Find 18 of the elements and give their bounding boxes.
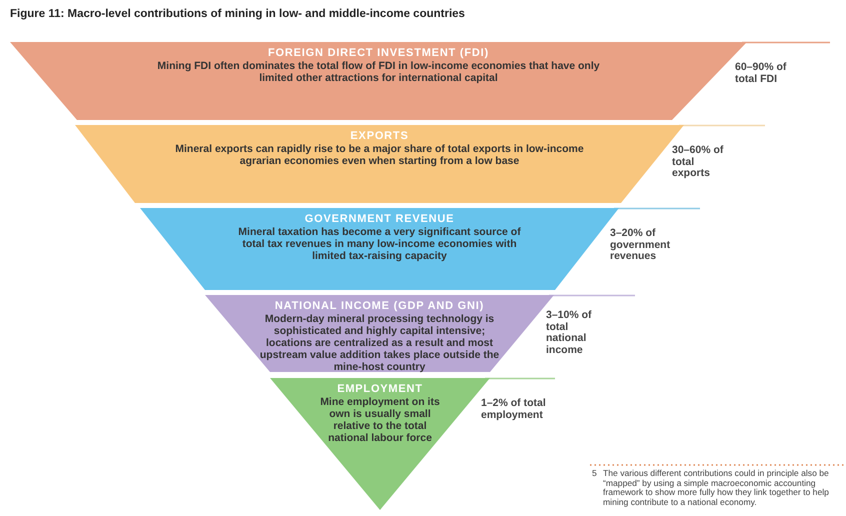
share-range-label: 1–2% of total employment [481, 398, 547, 421]
band-description: Mine employment on its own is usually small relative to the total national labour force [319, 396, 441, 444]
band-description: Mineral taxation has become a very significant source of total tax revenues in many low-income economies with limited tax-raising capacity [237, 226, 522, 262]
figure-title: Figure 11: Macro-level contributions of mining in low- and middle-income countries [10, 8, 465, 20]
band-heading: FOREIGN DIRECT INVESTMENT (FDI) [268, 47, 489, 59]
share-range-label: 3–20% of government revenues [610, 228, 672, 262]
share-range-label: 30–60% of total exports [672, 145, 724, 180]
share-range-label: 3–10% of total national income [546, 310, 593, 356]
band-heading: EMPLOYMENT [337, 383, 423, 395]
band-heading: NATIONAL INCOME (GDP AND GNI) [274, 300, 484, 312]
footnote-text: The various different contributions could in principle also be “mapped” by using a simple macroeconomic accounting framework to show more fully how they link together to help mining contribute to a national economy. [603, 469, 830, 508]
share-range-label: 60–90% of total FDI [735, 62, 788, 85]
band-description: Modern-day mineral processing technology is sophisticated and highly capital intensive; locations are centralized as a result and most upstream value addition takes place outside the mine-host country [258, 313, 500, 373]
band-description: Mineral exports can rapidly rise to be a major share of total exports in low-income agrarian economies even when starting from a low base [174, 143, 584, 167]
band-heading: EXPORTS [350, 130, 409, 142]
band-description: Mining FDI often dominates the total flow of FDI in low-income economies that have only limited other attractions for international capital [156, 60, 601, 84]
footnote-number: 5 [592, 469, 598, 479]
band-heading: GOVERNMENT REVENUE [304, 213, 454, 225]
